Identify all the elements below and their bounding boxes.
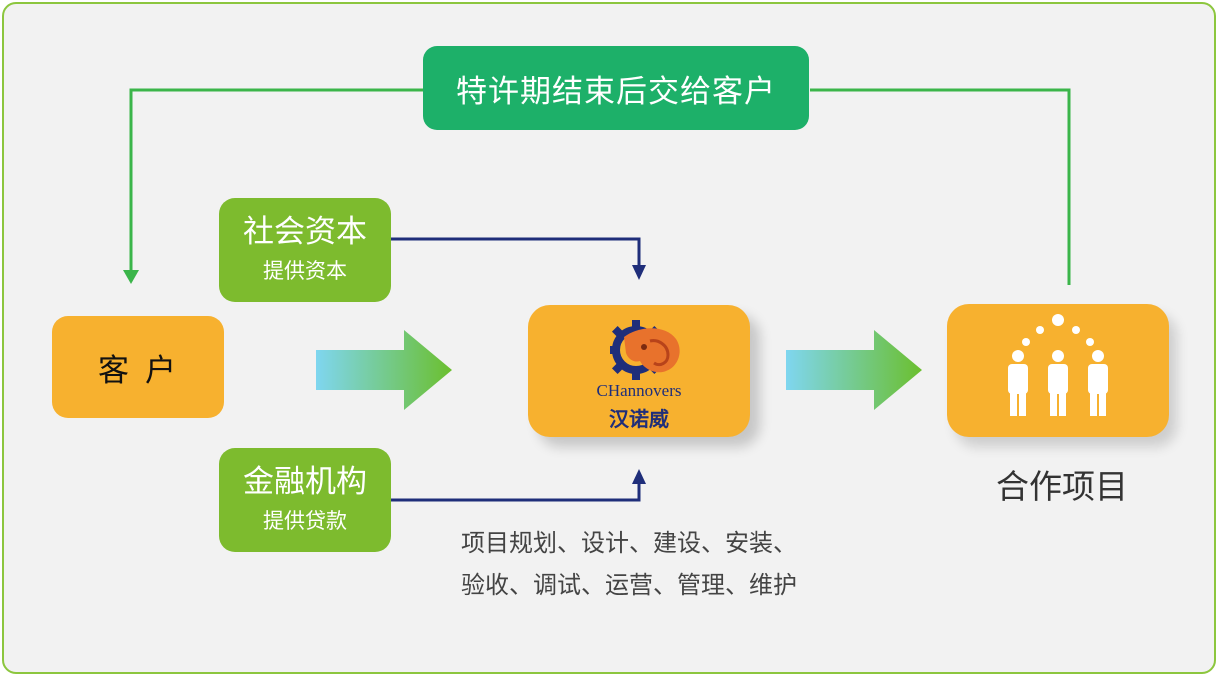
brand-english-name: CHannovers <box>596 381 682 400</box>
company-box: CHannovers 汉诺威 <box>528 305 750 437</box>
capital-arrow-line <box>391 237 641 268</box>
people-group-icon <box>1008 314 1108 416</box>
customer-box: 客户 <box>52 316 224 418</box>
loan-arrowhead-icon <box>632 469 646 484</box>
social-capital-title: 社会资本 <box>243 214 367 250</box>
gear-lion-logo-icon <box>610 320 680 380</box>
financial-institution-title: 金融机构 <box>243 464 367 500</box>
brand-chinese-name: 汉诺威 <box>609 407 669 431</box>
services-line-2: 验收、调试、运营、管理、维护 <box>461 571 797 599</box>
flow-arrow-left-icon <box>316 330 452 410</box>
services-note: 项目规划、设计、建设、安装、 验收、调试、运营、管理、维护 <box>461 522 861 606</box>
services-line-1: 项目规划、设计、建设、安装、 <box>461 529 797 557</box>
return-arrowhead-icon <box>123 270 139 284</box>
return-loop-line-left <box>129 88 423 272</box>
social-capital-subtitle: 提供资本 <box>263 259 347 283</box>
capital-arrowhead-icon <box>632 265 646 280</box>
project-caption: 合作项目 <box>996 467 1128 506</box>
social-capital-box: 社会资本 提供资本 <box>219 198 391 302</box>
financial-institution-subtitle: 提供贷款 <box>263 509 347 533</box>
flow-arrow-right-icon <box>786 330 922 410</box>
loan-arrow-line <box>391 480 641 502</box>
return-loop-line <box>810 88 1071 285</box>
handover-banner-label: 特许期结束后交给客户 <box>456 73 776 110</box>
handover-banner: 特许期结束后交给客户 <box>423 46 809 130</box>
customer-label: 客户 <box>98 352 192 389</box>
financial-institution-box: 金融机构 提供贷款 <box>219 448 391 552</box>
project-box <box>947 304 1169 437</box>
